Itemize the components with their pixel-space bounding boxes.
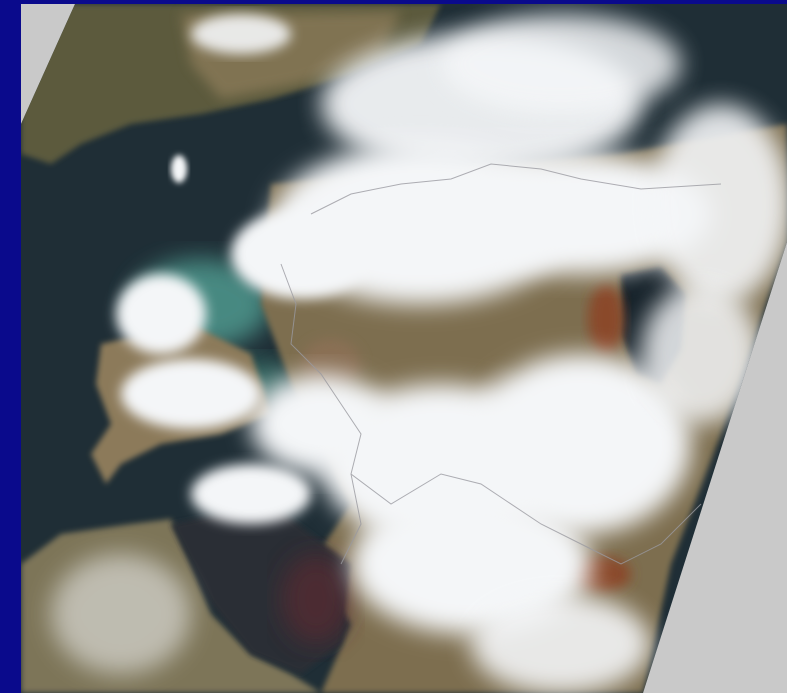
- cloud-cover: [51, 14, 787, 693]
- red-terrain-1: [588, 284, 624, 354]
- satellite-image-viewport: [21, 4, 787, 693]
- satellite-image: [21, 4, 787, 693]
- image-swath: [21, 4, 787, 693]
- south-gulf-tint: [281, 554, 351, 644]
- border-lines: [280, 163, 722, 565]
